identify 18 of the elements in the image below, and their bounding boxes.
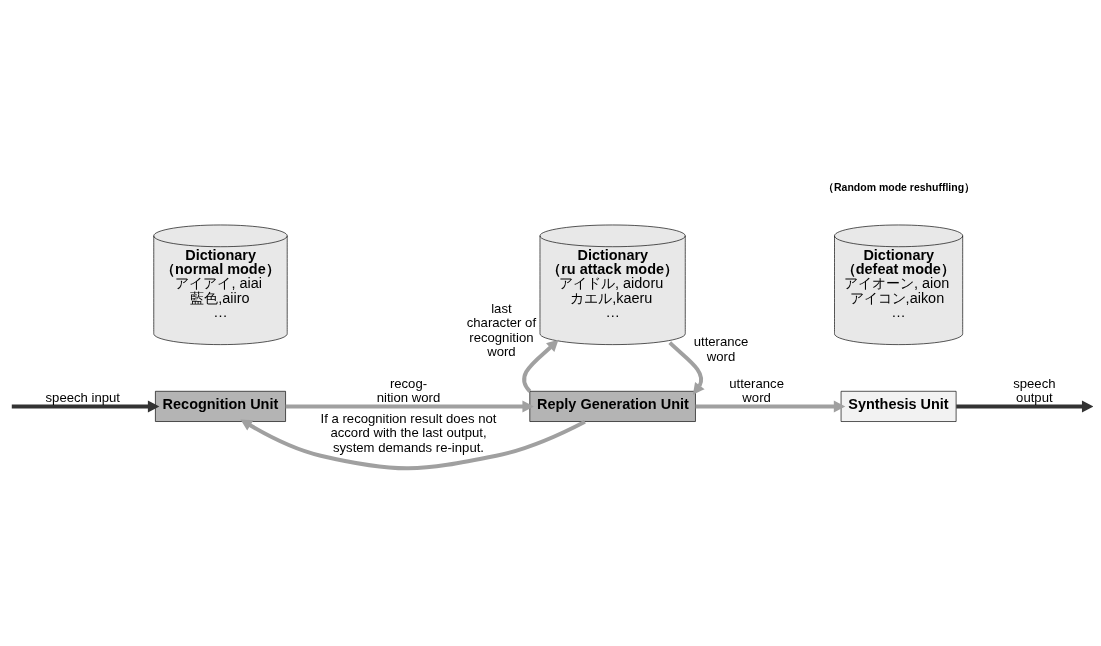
node-box: Recognition Unit	[155, 390, 286, 422]
edge-label: utterance word	[729, 376, 784, 406]
edge-label: speech input	[45, 390, 120, 406]
arrow	[956, 400, 1093, 413]
arrow	[695, 400, 846, 413]
edge-label: If a recognition result does not accord with the last output, system demands re-input.	[320, 410, 497, 455]
edge-label: utterance word	[693, 334, 749, 364]
edge-label: last character of recognition word	[466, 300, 537, 360]
arrow	[285, 400, 534, 413]
edge-label: speech output	[1013, 376, 1056, 406]
arrow	[522, 339, 559, 393]
arrow	[11, 400, 160, 413]
node-box: Synthesis Unit	[840, 390, 957, 422]
edge-label: recog- nition word	[376, 376, 441, 406]
arrow	[240, 419, 586, 471]
node-box: Reply Generation Unit	[529, 390, 696, 422]
arrow	[668, 341, 705, 395]
label: （Random mode reshuffling）	[823, 181, 976, 194]
